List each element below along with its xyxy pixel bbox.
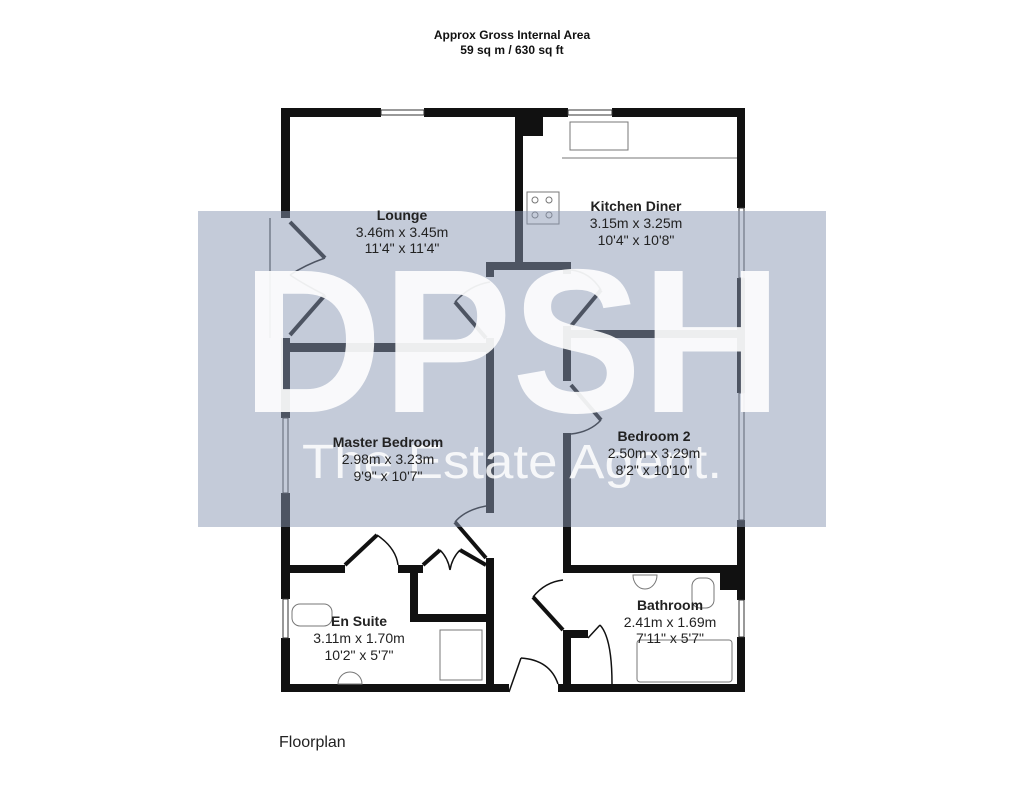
room-lounge: Lounge 3.46m x 3.45m 11'4" x 11'4"	[356, 207, 449, 256]
room-imperial: 8'2" x 10'10"	[616, 462, 693, 478]
bath-icon	[636, 639, 733, 683]
room-en-suite: En Suite 3.11m x 1.70m 10'2" x 5'7"	[313, 613, 405, 663]
room-name: Lounge	[377, 207, 428, 223]
area-title: Approx Gross Internal Area	[433, 28, 591, 42]
basin-icon	[337, 671, 363, 685]
floorplan-label: Floorplan	[279, 734, 346, 751]
room-metric: 3.11m x 1.70m	[313, 630, 405, 646]
room-imperial: 10'2" x 5'7"	[325, 647, 394, 663]
room-imperial: 9'9" x 10'7"	[354, 468, 423, 484]
room-name: Master Bedroom	[333, 434, 443, 450]
room-master-bedroom: Master Bedroom 2.98m x 3.23m 9'9" x 10'7…	[333, 434, 443, 484]
room-kitchen-diner: Kitchen Diner 3.15m x 3.25m 10'4" x 10'8…	[590, 198, 683, 248]
room-name: Bathroom	[637, 597, 703, 613]
room-bedroom-2: Bedroom 2 2.50m x 3.29m 8'2" x 10'10"	[608, 428, 701, 478]
watermark-tagline: The Estate Agent.	[302, 436, 722, 489]
watermark-logo: DPSH	[242, 227, 782, 456]
toilet-icon	[691, 577, 715, 609]
room-metric: 3.15m x 3.25m	[590, 215, 683, 231]
room-metric: 2.41m x 1.69m	[624, 614, 717, 630]
room-metric: 3.46m x 3.45m	[356, 224, 449, 240]
basin-icon	[632, 574, 658, 590]
room-metric: 2.50m x 3.29m	[608, 445, 701, 461]
shower-icon	[439, 629, 483, 681]
toilet-icon	[291, 603, 333, 627]
room-imperial: 11'4" x 11'4"	[365, 240, 440, 256]
room-imperial: 7'11" x 5'7"	[636, 630, 704, 646]
area-value: 59 sq m / 630 sq ft	[460, 43, 564, 57]
room-bathroom: Bathroom 2.41m x 1.69m 7'11" x 5'7"	[624, 597, 717, 646]
room-imperial: 10'4" x 10'8"	[598, 232, 675, 248]
sink-icon	[569, 121, 629, 151]
watermark-band	[198, 211, 826, 527]
room-name: Kitchen Diner	[590, 198, 682, 214]
room-metric: 2.98m x 3.23m	[342, 451, 435, 467]
fixtures	[291, 121, 737, 685]
room-name: Bedroom 2	[617, 428, 690, 444]
room-name: En Suite	[331, 613, 387, 629]
